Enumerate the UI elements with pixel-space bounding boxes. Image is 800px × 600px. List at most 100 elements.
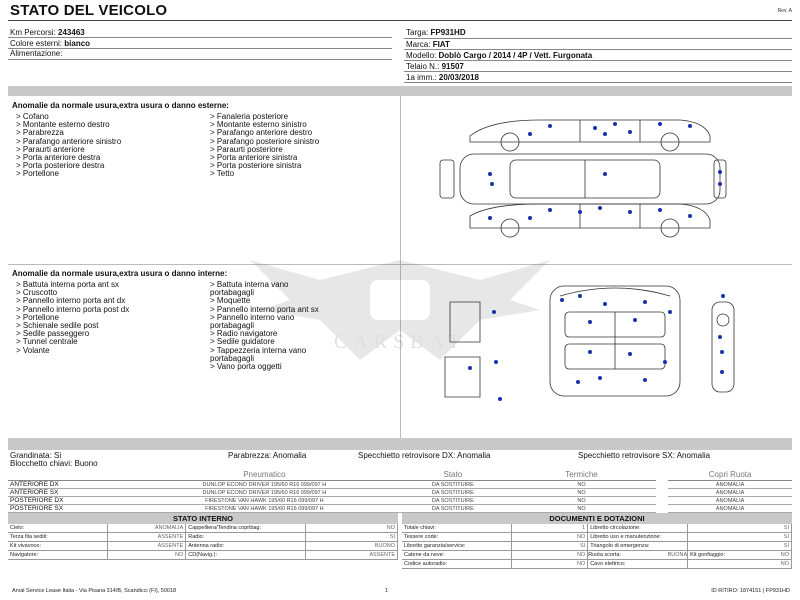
divider	[8, 59, 392, 60]
model-row: Modello: Doblò Cargo / 2014 / 4P / Vett.…	[406, 51, 593, 60]
footer-company: Arval Service Lease Italia - Via Pisana …	[12, 588, 177, 594]
table-row: Cielo:ANOMALIA Cappelliera/Tendina copri…	[8, 524, 398, 533]
header-stato: Stato	[398, 468, 507, 481]
key-lock-status: Blocchetto chiavi: Buono	[10, 459, 98, 468]
interior-status-title: STATO INTERNO	[8, 513, 398, 524]
list-item: > Sedile guidatore	[210, 337, 275, 347]
interior-car-diagram	[444, 285, 735, 401]
list-item: > Fanaleria posteriore	[210, 112, 289, 121]
table-row: Navigatore:NO CD(Navig.):ASSENTE	[8, 550, 398, 560]
revision-label: Rev. A	[777, 8, 792, 14]
list-item: > Parafango anteriore sinistro	[16, 136, 122, 146]
color-row: Colore esterni: bianco	[10, 39, 91, 48]
chassis-row: Telaio N.: 91507	[406, 62, 464, 71]
list-item: > Parafango posteriore sinistro	[210, 136, 320, 146]
brand-row: Marca: FIAT	[406, 40, 450, 49]
list-item: portabagagli	[210, 321, 255, 331]
table-header: Pneumatico Stato Termiche Copri Ruota	[8, 468, 792, 481]
list-item: > Portellone	[16, 312, 59, 322]
divider	[404, 38, 792, 39]
documents-table: Totale chiavi:1 Libretto circolazione:SI…	[402, 524, 792, 569]
divider	[404, 60, 792, 61]
documents-title: DOCUMENTI E DOTAZIONI	[402, 513, 792, 524]
list-item: > Tetto	[210, 169, 235, 179]
header-termiche: Termiche	[506, 468, 657, 481]
list-item: > Porta posteriore sinistra	[210, 161, 302, 171]
list-item: > Montante esterno sinistro	[210, 120, 307, 130]
table-row: ANTERIORE DX DUNLOP ECONO DRIVER 195/60 …	[8, 480, 792, 489]
external-list-2: > Fanaleria posteriore > Montante estern…	[210, 112, 320, 179]
table-row: Tessere code:NO Libretto uso e manutenzi…	[402, 532, 792, 542]
list-item: > Cruscotto	[16, 288, 58, 298]
external-anomalies-title: Anomalie da normale usura,extra usura o …	[12, 101, 229, 110]
tyres-table: Pneumatico Stato Termiche Copri Ruota AN…	[8, 468, 792, 513]
list-item: > Battuta interna porta ant sx	[16, 280, 119, 289]
list-item: > Tappezzeria interna vano	[210, 345, 307, 355]
watermark-logo: CARSBAT	[250, 260, 550, 360]
windshield-status: Parabrezza: Anomalia	[228, 451, 307, 460]
divider	[404, 82, 792, 83]
list-item: > Montante esterno destro	[16, 120, 110, 130]
list-item: > Schienale sedile post	[16, 321, 99, 331]
table-row: Libretto garanzia/service:SI Triangolo d…	[402, 541, 792, 551]
list-item: > Porta posteriore destra	[16, 161, 105, 171]
list-item: > Pannello interno porta ant sx	[210, 304, 319, 314]
list-item: portabagagli	[210, 353, 255, 363]
external-list-1: > Cofano > Montante esterno destro > Par…	[16, 112, 122, 179]
mirror-left-status: Specchietto retrovisore SX: Anomalia	[578, 451, 711, 460]
list-item: portabagagli	[210, 288, 255, 298]
list-item: > Pannello interno porta post dx	[16, 304, 130, 314]
row-divider	[8, 264, 792, 265]
footer-page-number: 1	[385, 588, 389, 594]
table-row: POSTERIORE DX FIRESTONE VAN HAWK 195/60 …	[8, 496, 792, 505]
section-bar	[8, 438, 792, 450]
title-divider	[8, 20, 792, 21]
list-item: > Cofano	[16, 112, 49, 121]
divider	[8, 48, 392, 49]
plate-row: Targa: FP931HD	[406, 28, 466, 37]
list-item: > Paraurti anteriore	[16, 144, 85, 154]
hail-status: Grandinata: Si	[10, 451, 62, 460]
km-row: Km Percorsi: 243463	[10, 28, 85, 37]
list-item: > Vano porta oggetti	[210, 362, 282, 372]
table-row: ANTERIORE SX DUNLOP ECONO DRIVER 195/60 …	[8, 488, 792, 497]
documents-box: DOCUMENTI E DOTAZIONI Totale chiavi:1 Li…	[402, 513, 792, 569]
table-row: Terza fila sedili:ASSENTE Radio:SI	[8, 532, 398, 542]
table-row: Kit vivavoce:ASSENTE Antenna radio:BUONO	[8, 541, 398, 551]
footer-id: ID RITIRO: 1874151 | FP931HD	[711, 588, 790, 594]
column-divider	[400, 96, 401, 438]
list-item: > Porta anteriore destra	[16, 153, 101, 163]
registration-row: 1a imm.: 20/03/2018	[406, 73, 479, 82]
divider	[404, 49, 792, 50]
internal-list-1: > Battuta interna porta ant sx > Cruscot…	[16, 280, 130, 355]
list-item: > Parafango anteriore destro	[210, 128, 313, 138]
table-row: Totale chiavi:1 Libretto circolazione:SI	[402, 524, 792, 533]
list-item: > Sedile passeggero	[16, 329, 90, 339]
section-bar	[8, 86, 792, 96]
internal-anomalies-title: Anomalie da normale usura,extra usura o …	[12, 269, 228, 278]
svg-text:CARSBAT: CARSBAT	[334, 331, 466, 353]
list-item: > Paraurti posteriore	[210, 144, 283, 154]
divider	[404, 71, 792, 72]
list-item: > Pannello interno vano	[210, 312, 295, 322]
divider	[8, 37, 392, 38]
interior-status-box: STATO INTERNO Cielo:ANOMALIA Cappelliera…	[8, 513, 398, 560]
exterior-car-diagram	[439, 119, 727, 238]
list-item: > Volante	[16, 345, 50, 355]
list-item: > Parabrezza	[16, 128, 64, 138]
list-item: > Moquette	[210, 296, 251, 306]
page-title: STATO DEL VEICOLO	[10, 2, 168, 19]
header-pneumatico: Pneumatico	[129, 468, 399, 481]
table-row: Catene da neve:NO Ruota scorta: BUONA Ki…	[402, 550, 792, 560]
list-item: > Radio navigatore	[210, 329, 278, 339]
table-row: Codice autoradio:NO Cavo elettrico:NO	[402, 559, 792, 569]
mirror-right-status: Specchietto retrovisore DX: Anomalia	[358, 451, 491, 460]
list-item: > Porta anteriore sinistra	[210, 153, 298, 163]
interior-status-table: Cielo:ANOMALIA Cappelliera/Tendina copri…	[8, 524, 398, 560]
list-item: > Battuta interna vano	[210, 280, 289, 289]
list-item: > Pannello interno porta ant dx	[16, 296, 126, 306]
internal-list-2: > Battuta interna vano portabagagli > Mo…	[210, 280, 319, 372]
fuel-row: Alimentazione:	[10, 49, 63, 58]
header-copri-ruota: Copri Ruota	[668, 468, 792, 481]
list-item: > Portellone	[16, 169, 59, 179]
